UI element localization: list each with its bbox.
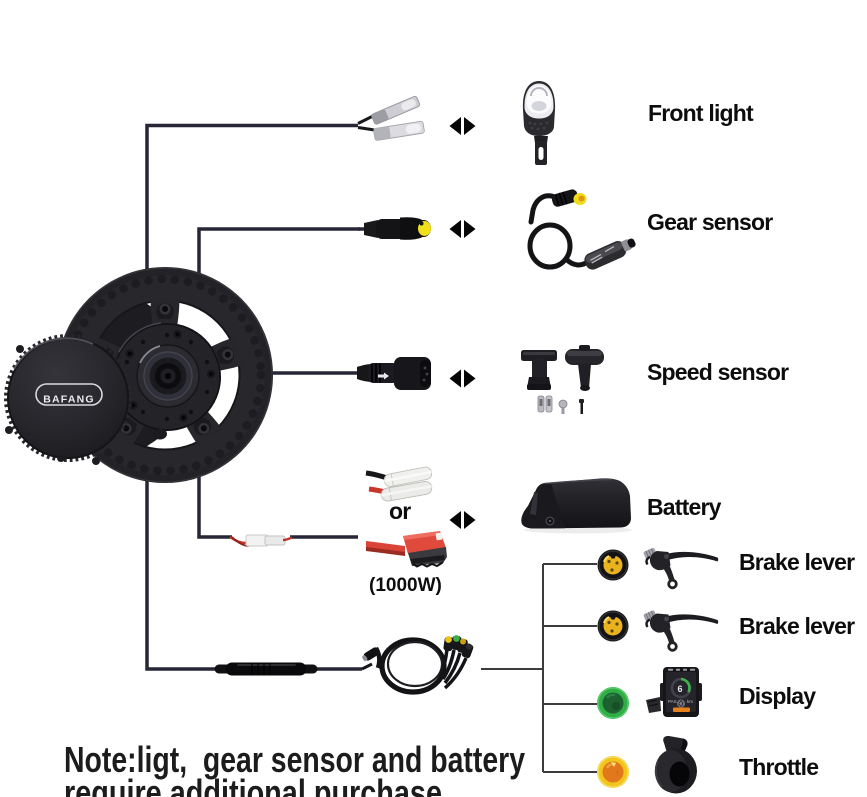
svg-text:PAS: PAS xyxy=(668,699,677,704)
svg-text:6: 6 xyxy=(677,684,682,694)
svg-text:(1000W): (1000W) xyxy=(369,575,442,596)
svg-text:Speed sensor: Speed sensor xyxy=(647,359,789,385)
svg-text:Brake lever: Brake lever xyxy=(739,549,855,575)
svg-text:Battery: Battery xyxy=(647,494,722,520)
svg-text:or: or xyxy=(389,498,411,524)
svg-text:Front light: Front light xyxy=(648,100,754,126)
svg-text:Gear sensor: Gear sensor xyxy=(647,209,773,235)
svg-text:km: km xyxy=(687,699,693,704)
svg-text:Note:ligt, gear sensor and ba: Note:ligt, gear sensor and battery xyxy=(64,739,525,780)
svg-text:require additional purchase.: require additional purchase. xyxy=(64,772,450,797)
svg-text:Throttle: Throttle xyxy=(739,754,818,780)
svg-text:90: 90 xyxy=(678,702,684,708)
svg-text:BAFANG: BAFANG xyxy=(43,393,95,405)
svg-text:Display: Display xyxy=(739,683,816,709)
svg-text:Brake lever: Brake lever xyxy=(739,613,855,639)
